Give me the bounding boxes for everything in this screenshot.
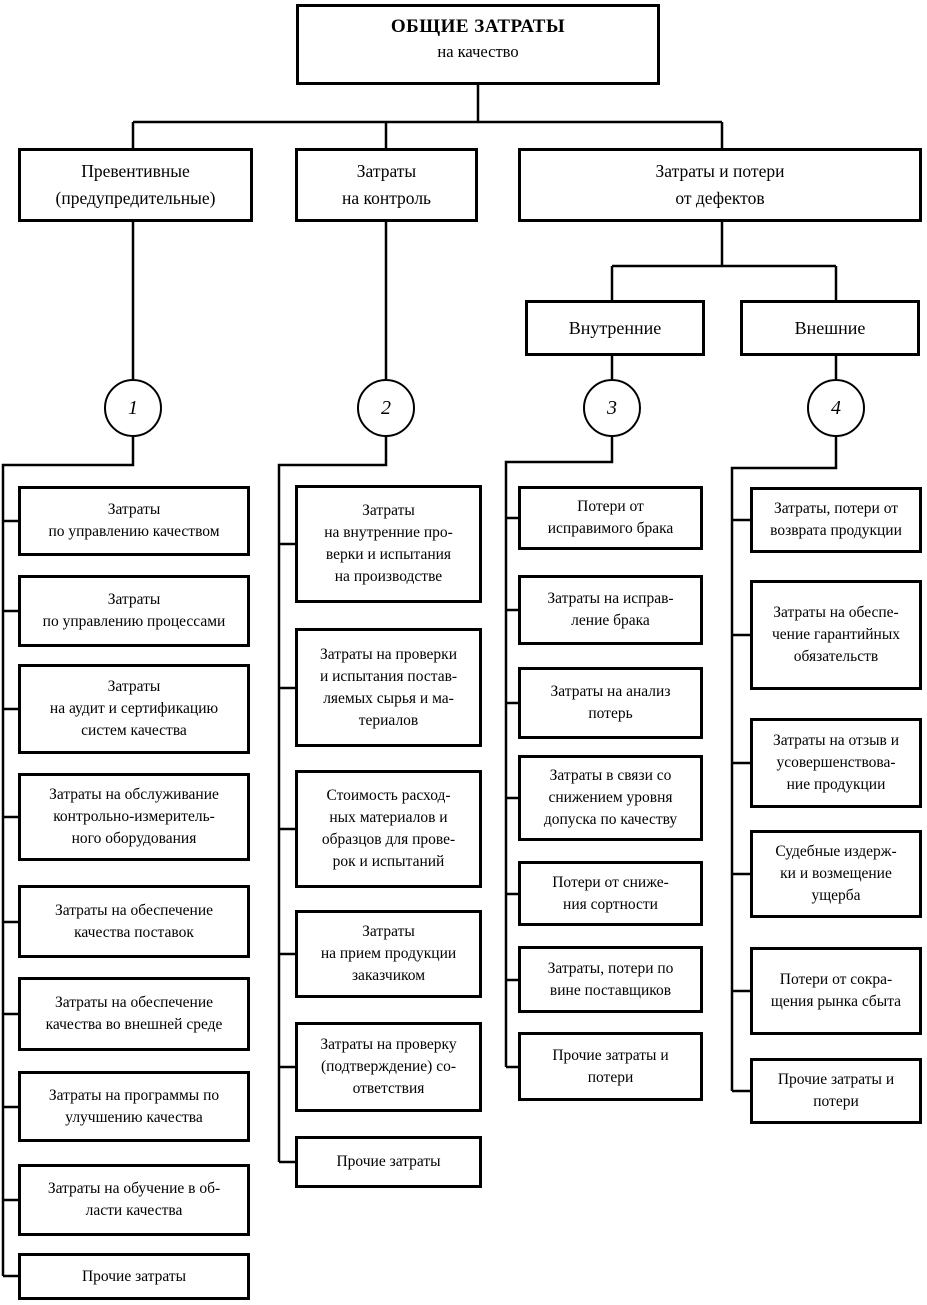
cost-item-box: Затраты на внутренние про- верки и испыт… — [295, 485, 482, 603]
group-number-circle-3: 3 — [583, 379, 641, 437]
root-title: ОБЩИЕ ЗАТРАТЫ — [390, 16, 566, 37]
cost-item-box: Затраты на проверки и испытания постав- … — [295, 628, 482, 747]
cost-item-box: Прочие затраты и потери — [518, 1032, 703, 1101]
cost-item-box: Затраты на обслуживание контрольно-измер… — [18, 773, 250, 861]
cost-item-box: Затраты на аудит и сертификацию систем к… — [18, 664, 250, 754]
cost-item-box: Потери от исправимого брака — [518, 486, 703, 550]
group-number-circle-1: 1 — [104, 379, 162, 437]
cost-item-box: Прочие затраты — [295, 1136, 482, 1188]
defects-external-box: Внешние — [740, 300, 920, 356]
group-number-circle-2: 2 — [357, 379, 415, 437]
cost-item-box: Затраты на обучение в об- ласти качества — [18, 1164, 250, 1236]
cost-item-box: Затраты на программы по улучшению качест… — [18, 1071, 250, 1142]
cost-item-box: Затраты в связи со снижением уровня допу… — [518, 755, 703, 841]
cost-item-box: Затраты на исправ- ление брака — [518, 575, 703, 645]
cost-item-box: Затраты на проверку (подтверждение) со- … — [295, 1022, 482, 1112]
cost-item-box: Затраты по управлению процессами — [18, 575, 250, 647]
cost-item-box: Затраты, потери от возврата продукции — [750, 487, 922, 553]
branch-control-box: Затраты на контроль — [295, 148, 478, 222]
cost-item-box: Потери от сокра- щения рынка сбыта — [750, 947, 922, 1035]
branch-preventive-box: Превентивные (предупредительные) — [18, 148, 253, 222]
tree-connectors — [1, 85, 838, 1278]
branch-defects-box: Затраты и потери от дефектов — [518, 148, 922, 222]
cost-item-box: Затраты по управлению качеством — [18, 486, 250, 556]
group-number-circle-4: 4 — [807, 379, 865, 437]
cost-item-box: Потери от сниже- ния сортности — [518, 861, 703, 926]
cost-item-box: Прочие затраты — [18, 1253, 250, 1300]
root-box: ОБЩИЕ ЗАТРАТЫ на качество — [296, 4, 660, 85]
cost-item-box: Затраты на обеспечение качества во внешн… — [18, 977, 250, 1051]
cost-item-box: Затраты на обеспечение качества поставок — [18, 885, 250, 958]
cost-item-box: Затраты на прием продукции заказчиком — [295, 910, 482, 998]
cost-item-box: Затраты, потери по вине поставщиков — [518, 946, 703, 1013]
cost-item-box: Затраты на обеспе- чение гарантийных обя… — [750, 580, 922, 690]
cost-item-box: Затраты на отзыв и усовершенствова- ние … — [750, 718, 922, 808]
cost-item-box: Затраты на анализ потерь — [518, 667, 703, 739]
cost-item-box: Судебные издерж- ки и возмещение ущерба — [750, 830, 922, 918]
root-subtitle: на качество — [437, 42, 519, 61]
cost-item-box: Прочие затраты и потери — [750, 1058, 922, 1124]
cost-item-box: Стоимость расход- ных материалов и образ… — [295, 770, 482, 888]
defects-internal-box: Внутренние — [525, 300, 705, 356]
